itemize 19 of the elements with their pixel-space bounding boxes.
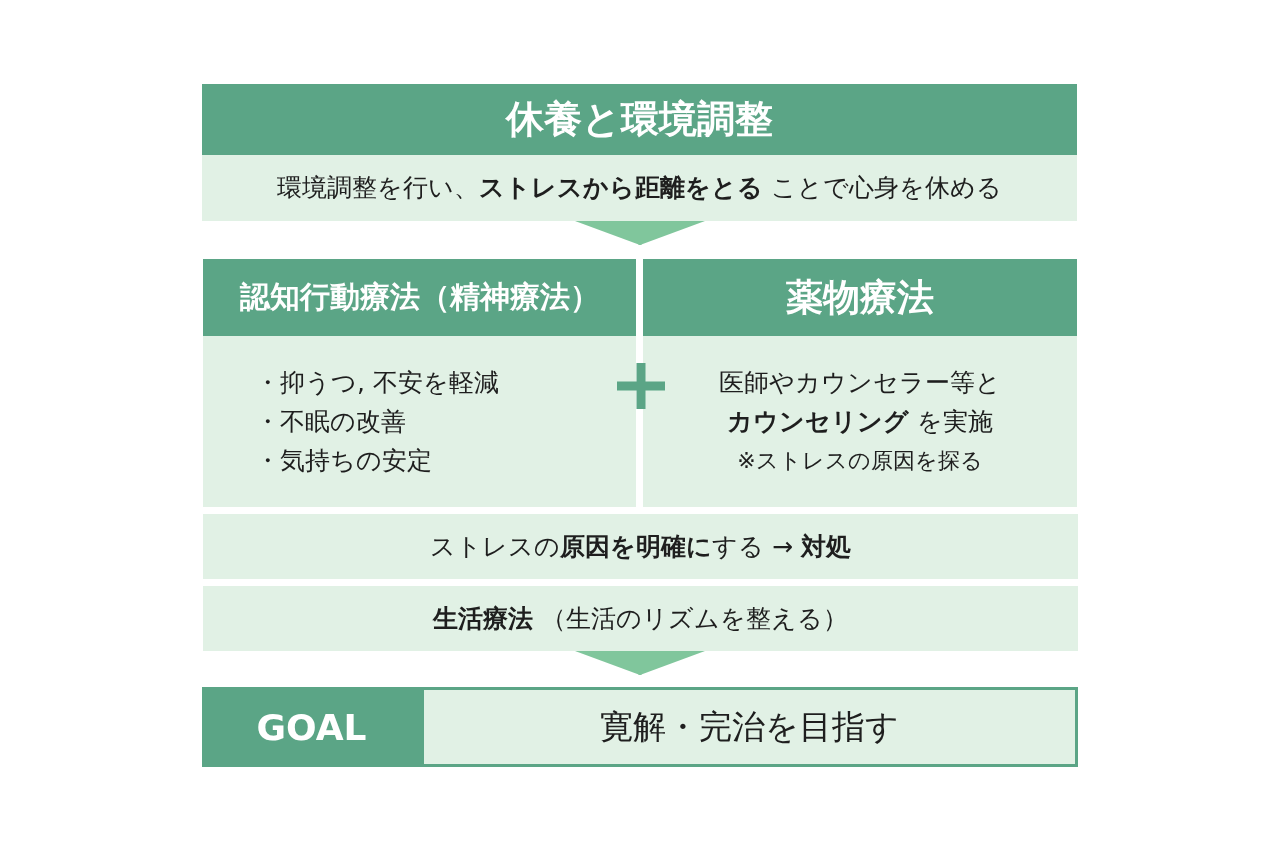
info-card <box>643 259 1077 507</box>
info-panel <box>203 514 1078 579</box>
section-heading: 認知行動療法（精神療法） <box>203 259 636 336</box>
bullet-item: ・不眠の改善 <box>255 406 406 438</box>
info-card <box>202 84 1077 221</box>
info-panel <box>203 586 1078 651</box>
info-card <box>203 259 636 507</box>
bullet-item: ・気持ちの安定 <box>255 445 432 477</box>
goal-statement: 寛解・完治を目指す <box>421 687 1078 767</box>
bullet-item: ・抑うつ, 不安を軽減 <box>255 367 499 399</box>
note-text: ※ストレスの原因を探る <box>737 447 983 475</box>
description-text: 環境調整を行い、ストレスから距離をとる ことで心身を休める <box>277 172 1002 204</box>
chevron-arrow <box>575 651 705 675</box>
section-heading: 休養と環境調整 <box>202 84 1077 155</box>
description-text: 医師やカウンセラー等とカウンセリング を実施 <box>718 367 1002 438</box>
goal-label: GOAL <box>202 687 421 767</box>
description-text: 生活療法 （生活のリズムを整える） <box>433 603 848 635</box>
section-heading: 薬物療法 <box>643 259 1077 336</box>
description-text: ストレスの原因を明確にする → 対処 <box>430 531 851 563</box>
